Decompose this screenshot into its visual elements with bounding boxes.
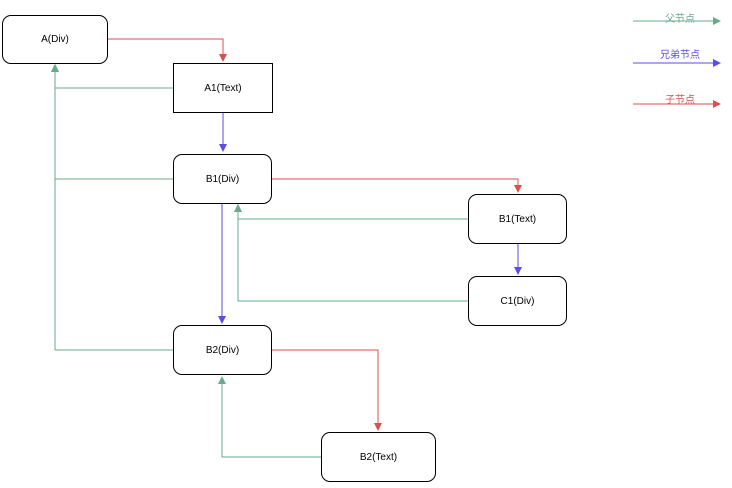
edge-a-div-to-a1-text [108, 38, 227, 62]
legend-label-parent: 父节点 [665, 14, 695, 25]
edge-b2-text-to-b2-div [218, 376, 321, 458]
legend-label-sibling: 兄弟节点 [660, 50, 700, 61]
edge-b1-div-to-b1-text [272, 178, 522, 193]
legend-label-child: 子节点 [665, 95, 695, 106]
node-b1-text: B1(Text) [468, 194, 567, 244]
edge-c1-div-to-b1-div [234, 204, 468, 302]
edge-b1-text-to-b1-div [234, 204, 468, 220]
node-b2-text: B2(Text) [321, 432, 436, 482]
edge-b2-div-to-b2-text [272, 349, 382, 431]
edge-a1-text-to-a-div [51, 64, 173, 89]
edge-b2-div-to-a-div [51, 64, 173, 351]
node-b1-div: B1(Div) [173, 154, 272, 204]
node-a-div: A(Div) [2, 15, 108, 64]
node-c1-div: C1(Div) [468, 276, 567, 326]
edge-b1-div-to-a-div [51, 64, 173, 180]
node-a1-text: A1(Text) [173, 63, 273, 113]
node-b2-div: B2(Div) [173, 325, 272, 375]
